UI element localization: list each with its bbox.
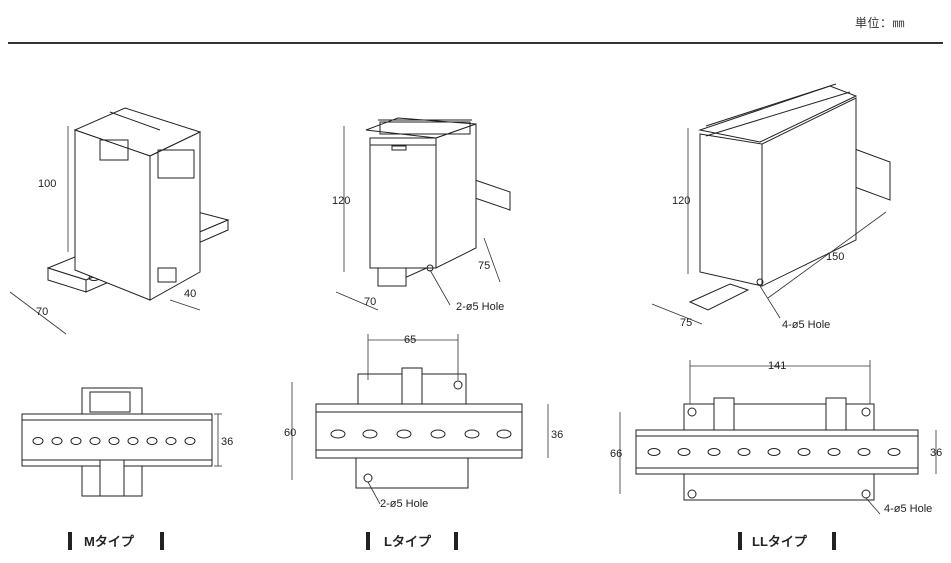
l-type-caption: Lタイプ bbox=[384, 534, 432, 549]
unit-label: 単位：㎜ bbox=[854, 16, 905, 30]
l-top-pitch: 65 bbox=[404, 334, 416, 346]
ll-iso-width: 75 bbox=[680, 317, 692, 329]
ll-top-rail-dim: 36 bbox=[930, 447, 942, 459]
m-caption-bar-right bbox=[160, 532, 164, 550]
l-caption-bar-left bbox=[366, 532, 370, 550]
ll-type-isometric bbox=[651, 83, 891, 325]
ll-top-hole-label: 4-ø5 Hole bbox=[884, 503, 932, 515]
m-iso-height: 100 bbox=[38, 178, 56, 190]
l-iso-depth: 75 bbox=[478, 260, 490, 272]
l-iso-height: 120 bbox=[332, 195, 350, 207]
l-top-hole-label: 2-ø5 Hole bbox=[380, 498, 428, 510]
ll-caption-bar-left bbox=[738, 532, 742, 550]
header-rule bbox=[8, 42, 943, 44]
m-type-top-view bbox=[21, 387, 222, 497]
ll-type-caption: LLタイプ bbox=[752, 534, 808, 549]
m-type-isometric bbox=[9, 107, 230, 335]
l-caption-bar-right bbox=[454, 532, 458, 550]
l-type-top-view bbox=[291, 334, 549, 505]
l-top-height: 60 bbox=[284, 427, 296, 439]
l-type-isometric bbox=[335, 117, 511, 311]
ll-top-pitch: 141 bbox=[768, 360, 786, 372]
m-iso-depth: 40 bbox=[184, 288, 196, 300]
l-top-rail-dim: 36 bbox=[551, 429, 563, 441]
ll-top-height: 66 bbox=[610, 448, 622, 460]
l-iso-width: 70 bbox=[364, 296, 376, 308]
ll-iso-height: 120 bbox=[672, 195, 690, 207]
ll-caption-bar-right bbox=[832, 532, 836, 550]
m-caption-bar-left bbox=[68, 532, 72, 550]
l-iso-hole-label: 2-ø5 Hole bbox=[456, 301, 504, 313]
ll-iso-hole-label: 4-ø5 Hole bbox=[782, 319, 830, 331]
m-top-rail-dim: 36 bbox=[221, 436, 233, 448]
ll-type-top-view bbox=[619, 360, 937, 515]
m-type-caption: Mタイプ bbox=[84, 534, 135, 549]
ll-iso-depth: 150 bbox=[826, 251, 844, 263]
m-iso-width: 70 bbox=[36, 306, 48, 318]
